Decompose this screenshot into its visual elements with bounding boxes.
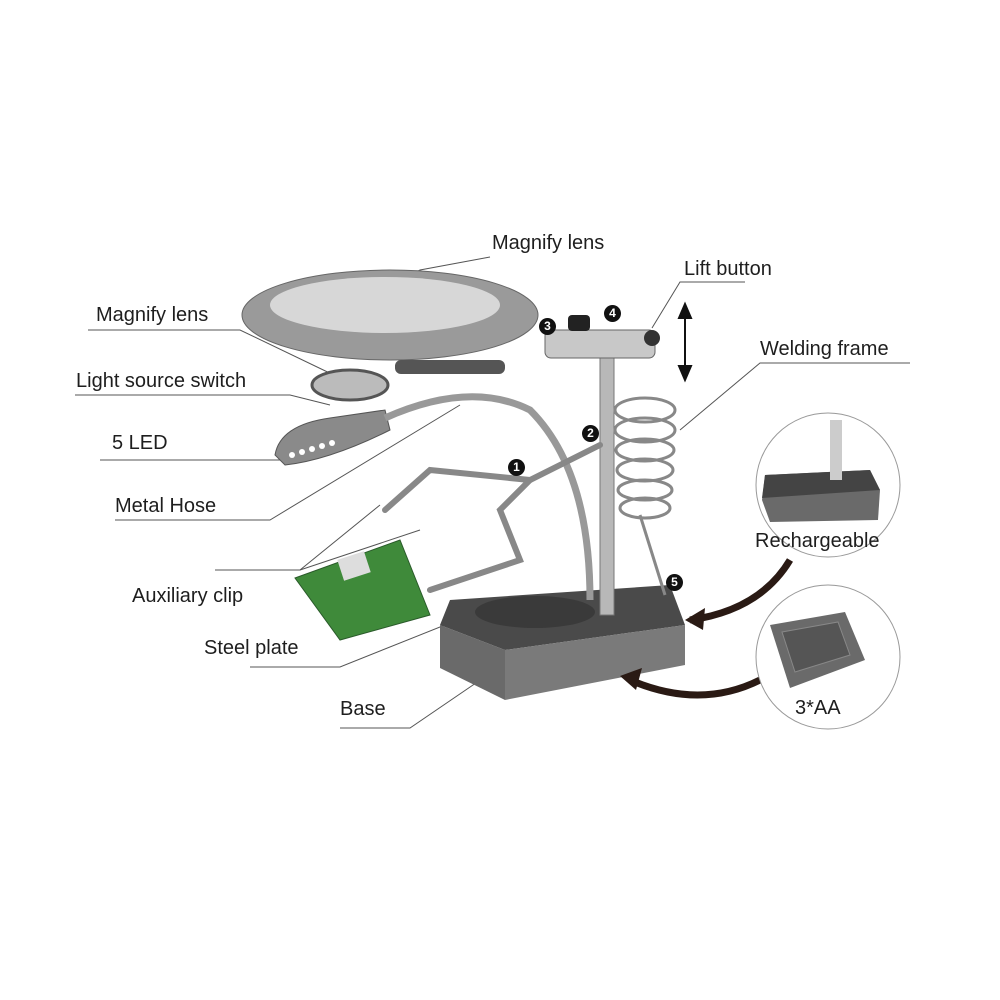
lens-arm <box>395 360 505 374</box>
leader-steel-plate <box>250 614 471 668</box>
auxiliary-clip-arms <box>382 442 603 593</box>
small-magnify-lens <box>310 368 390 402</box>
marker-3: 3 <box>539 318 556 335</box>
steel-plate <box>475 596 595 628</box>
pole <box>599 344 615 616</box>
leader-metal-hose <box>115 404 461 521</box>
leader-base <box>340 669 496 729</box>
base-front-left <box>440 625 505 700</box>
metal-hose <box>383 393 594 601</box>
lift-arrow-icon <box>677 301 693 383</box>
arrow-head-battery-icon <box>620 668 642 690</box>
lift-button <box>644 330 660 346</box>
arrow-battery <box>628 676 762 699</box>
welding-frame-coil <box>613 396 677 596</box>
lens-bracket <box>544 329 656 359</box>
base-front <box>505 625 685 700</box>
label-light-source-switch: Light source switch <box>76 370 247 392</box>
marker-2: 2 <box>582 425 599 442</box>
leader-welding-frame <box>679 362 910 431</box>
marker-4: 4 <box>604 305 621 322</box>
label-welding-frame: Welding frame <box>760 338 889 360</box>
knob <box>568 315 590 331</box>
arrow-rechargeable <box>689 558 794 624</box>
leader-lines <box>75 256 910 729</box>
label-5-led: 5 LED <box>112 432 168 454</box>
label-magnify-lens-top: Magnify lens <box>492 232 605 254</box>
label-magnify-lens-small: Magnify lens <box>96 304 209 326</box>
label-metal-hose: Metal Hose <box>115 495 217 517</box>
arrow-head-rechargeable-icon <box>685 608 705 630</box>
pcb-board <box>294 539 431 641</box>
label-auxiliary-clip: Auxiliary clip <box>132 585 244 607</box>
leader-magnify-lens-small <box>88 329 341 379</box>
leader-lift-button <box>651 281 745 329</box>
label-3aa: 3*AA <box>795 697 841 719</box>
pcb-chip <box>337 551 371 581</box>
label-steel-plate: Steel plate <box>204 637 299 659</box>
label-base: Base <box>340 698 386 720</box>
marker-1: 1 <box>508 459 525 476</box>
leader-light-source-switch <box>75 394 331 406</box>
label-rechargeable: Rechargeable <box>755 530 880 552</box>
leader-auxiliary-clip-2 <box>299 529 421 571</box>
led-lights <box>289 440 335 458</box>
marker-5: 5 <box>666 574 683 591</box>
label-lift-button: Lift button <box>684 258 772 280</box>
lens-glass <box>270 277 500 333</box>
